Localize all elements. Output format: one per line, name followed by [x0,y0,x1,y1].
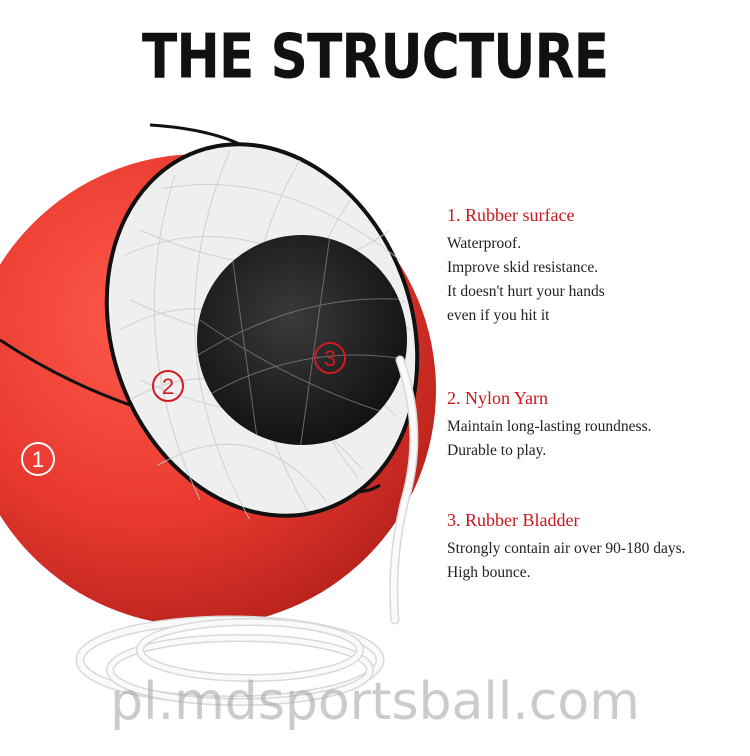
bladder-highlights [197,235,407,445]
section-heading: 2. Nylon Yarn [447,388,549,408]
svg-text:1: 1 [32,447,44,472]
rope [75,355,419,706]
section-rubber-bladder: 3. Rubber Bladder Strongly contain air o… [447,510,747,585]
section-line: Durable to play. [447,442,547,459]
page-title: THE STRUCTURE [141,22,609,93]
section-line: High bounce. [447,564,531,581]
section-rubber-surface: 1. Rubber surface Waterproof. Improve sk… [447,205,747,328]
section-nylon-yarn: 2. Nylon Yarn Maintain long-lasting roun… [447,388,747,463]
section-line: It doesn't hurt your hands [447,283,605,300]
section-line: Maintain long-lasting roundness. [447,418,652,435]
section-heading: 3. Rubber Bladder [447,510,580,530]
section-heading: 1. Rubber surface [447,205,575,225]
marker-3: 3 [314,342,346,374]
section-line: Strongly contain air over 90-180 days. [447,540,686,557]
rubber-bladder [197,235,407,445]
svg-text:3: 3 [324,346,336,371]
section-line: Waterproof. [447,235,522,252]
ball-seam-line [0,338,131,407]
watermark: pl.mdsportsball.com [110,672,640,732]
marker-2: 2 [152,370,184,402]
section-line: even if you hit it [447,307,550,324]
svg-text:2: 2 [162,374,174,399]
section-line: Improve skid resistance. [447,259,599,276]
marker-1: 1 [21,442,55,476]
